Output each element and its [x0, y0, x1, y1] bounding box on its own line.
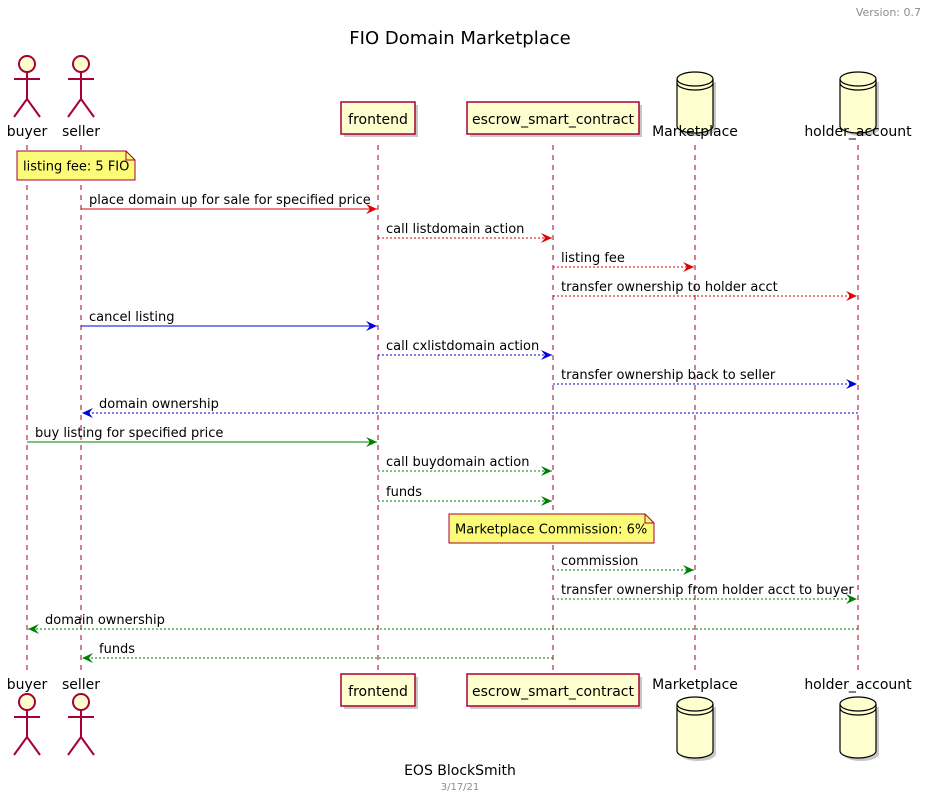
- message-14: domain ownership: [28, 613, 858, 634]
- message-label: buy listing for specified price: [35, 426, 223, 441]
- participant-label: escrow_smart_contract: [472, 684, 634, 700]
- message-5: cancel listing: [81, 310, 377, 331]
- participant-buyer-top: buyer: [7, 55, 48, 140]
- message-8: domain ownership: [82, 397, 858, 418]
- message-4: transfer ownership to holder acct: [553, 280, 857, 301]
- participant-buyer-bottom: buyer: [7, 677, 48, 756]
- participant-seller-top: seller: [62, 55, 100, 140]
- note-listing-fee-text: listing fee: 5 FIO: [23, 160, 129, 175]
- message-label: domain ownership: [45, 613, 165, 628]
- participant-escrow-bottom: escrow_smart_contract: [466, 673, 642, 709]
- message-label: transfer ownership to holder acct: [561, 280, 778, 295]
- participant-label: frontend: [348, 112, 408, 128]
- footer-date: 3/17/21: [441, 782, 480, 793]
- participant-holder-bottom: holder_account: [804, 677, 912, 761]
- notes: listing fee: 5 FIO Marketplace Commission…: [16, 150, 655, 544]
- message-label: transfer ownership back to seller: [561, 368, 776, 383]
- message-label: commission: [561, 554, 638, 569]
- messages: place domain up for sale for specified p…: [27, 193, 858, 663]
- participant-label: escrow_smart_contract: [472, 112, 634, 128]
- participant-seller-bottom: seller: [62, 677, 100, 756]
- message-12: commission: [553, 554, 694, 575]
- footer-author: EOS BlockSmith: [404, 763, 516, 779]
- message-2: call listdomain action: [378, 222, 552, 243]
- message-label: call listdomain action: [386, 222, 524, 237]
- message-label: listing fee: [561, 251, 625, 266]
- participant-holder-top: holder_account: [804, 71, 912, 140]
- participant-label: frontend: [348, 684, 408, 700]
- participant-label: holder_account: [804, 124, 912, 140]
- participant-label: holder_account: [804, 677, 912, 693]
- message-10: call buydomain action: [378, 455, 552, 476]
- lifelines: [26, 145, 859, 672]
- message-7: transfer ownership back to seller: [553, 368, 857, 389]
- participant-label: Marketplace: [652, 124, 738, 140]
- message-label: place domain up for sale for specified p…: [89, 193, 371, 208]
- participants: buyer buyer seller seller frontend frontend es…: [7, 55, 912, 761]
- participant-frontend-bottom: frontend: [340, 673, 418, 709]
- version-label: Version: 0.7: [856, 6, 921, 19]
- message-label: cancel listing: [89, 310, 174, 325]
- message-1: place domain up for sale for specified p…: [81, 193, 377, 214]
- participant-marketplace-bottom: Marketplace: [652, 677, 738, 761]
- message-label: transfer ownership from holder acct to b…: [561, 583, 854, 598]
- message-15: funds: [82, 642, 553, 663]
- participant-label: buyer: [7, 677, 48, 693]
- message-label: call cxlistdomain action: [386, 339, 539, 354]
- message-11: funds: [378, 485, 552, 506]
- message-label: domain ownership: [99, 397, 219, 412]
- note-listing-fee: listing fee: 5 FIO: [16, 150, 136, 181]
- message-3: listing fee: [553, 251, 694, 272]
- note-commission: Marketplace Commission: 6%: [448, 513, 655, 544]
- message-9: buy listing for specified price: [27, 426, 377, 447]
- participant-label: seller: [62, 677, 100, 693]
- message-label: funds: [99, 642, 135, 657]
- message-6: call cxlistdomain action: [378, 339, 552, 360]
- participant-marketplace-top: Marketplace: [652, 71, 738, 140]
- message-label: funds: [386, 485, 422, 500]
- message-13: transfer ownership from holder acct to b…: [553, 583, 857, 604]
- participant-label: buyer: [7, 124, 48, 140]
- participant-label: seller: [62, 124, 100, 140]
- participant-escrow-top: escrow_smart_contract: [466, 101, 642, 137]
- diagram-title: FIO Domain Marketplace: [349, 28, 570, 49]
- participant-frontend-top: frontend: [340, 101, 418, 137]
- participant-label: Marketplace: [652, 677, 738, 693]
- note-commission-text: Marketplace Commission: 6%: [455, 523, 647, 538]
- message-label: call buydomain action: [386, 455, 530, 470]
